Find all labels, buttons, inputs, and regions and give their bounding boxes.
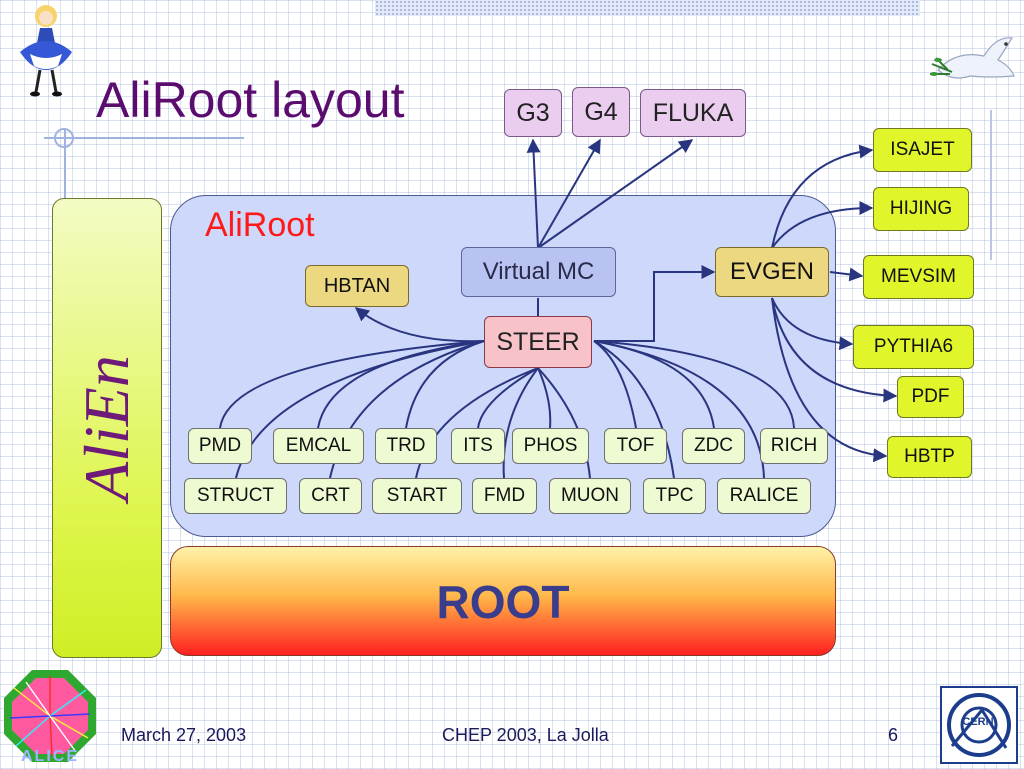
arrow-evgen-pythia6: [771, 297, 854, 351]
right-rule-vertical: [990, 110, 992, 260]
link-emcal-steer: [317, 340, 485, 429]
node-hbtp: HBTP: [887, 436, 972, 478]
alice-logo: ALICE: [2, 668, 98, 765]
node-g4: G4: [572, 87, 630, 137]
dove-icon: [930, 37, 1015, 79]
alice-logo-text: ALICE: [21, 748, 79, 765]
node-hijing: HIJING: [873, 187, 969, 231]
module-start: START: [372, 478, 462, 514]
alice-event-icon: [4, 670, 96, 762]
alien-panel: [52, 198, 162, 658]
aliroot-label: AliRoot: [205, 206, 315, 244]
root-panel: [170, 546, 836, 656]
arrow-evgen-mevsim: [829, 267, 864, 282]
arrow-vmc-g4: [537, 138, 601, 249]
node-fluka: FLUKA: [640, 89, 746, 137]
link-muon-steer: [537, 367, 591, 479]
node-pdf: PDF: [897, 376, 964, 418]
module-phos: PHOS: [512, 428, 589, 464]
arrow-vmc-fluka: [537, 139, 694, 249]
node-virtual-mc: Virtual MC: [461, 247, 616, 297]
module-tof: TOF: [604, 428, 667, 464]
module-fmd: FMD: [472, 478, 537, 514]
title-rule-vertical: [64, 129, 66, 199]
module-muon: MUON: [549, 478, 631, 514]
link-fmd-steer: [502, 367, 539, 479]
module-tpc: TPC: [643, 478, 706, 514]
arrow-evgen-isajet: [771, 144, 874, 249]
link-tpc-steer: [593, 340, 675, 479]
node-g3: G3: [504, 89, 562, 137]
module-rich: RICH: [760, 428, 828, 464]
cern-logo: CERN: [940, 686, 1018, 764]
link-pmd-steer: [219, 340, 485, 429]
module-zdc: ZDC: [682, 428, 745, 464]
module-its: ITS: [451, 428, 505, 464]
cern-logo-text: CERN: [962, 716, 994, 728]
link-tof-steer: [593, 340, 637, 429]
link-phos-steer: [537, 367, 552, 429]
link-rich-steer: [593, 340, 795, 429]
node-steer: STEER: [484, 316, 592, 368]
node-isajet: ISAJET: [873, 128, 972, 172]
title-rule-circle: [54, 128, 74, 148]
cern-emblem-icon: [947, 693, 1011, 757]
arrow-steer-evgen: [594, 265, 716, 342]
node-mevsim: MEVSIM: [863, 255, 974, 299]
footer-event: CHEP 2003, La Jolla: [442, 725, 609, 745]
page-number: 6: [888, 725, 899, 745]
module-trd: TRD: [375, 428, 437, 464]
module-struct: STRUCT: [184, 478, 287, 514]
alice-figure-icon: [20, 5, 72, 97]
node-hbtan: HBTAN: [305, 265, 409, 307]
arrow-evgen-hbtp: [771, 297, 888, 463]
module-pmd: PMD: [188, 428, 252, 464]
module-emcal: EMCAL: [273, 428, 364, 464]
arrow-evgen-pdf: [771, 297, 898, 403]
arrow-evgen-hijing: [771, 201, 874, 249]
node-pythia6: PYTHIA6: [853, 325, 974, 369]
module-ralice: RALICE: [717, 478, 811, 514]
arrow-vmc-g3: [526, 138, 541, 249]
arrow-steer-hbtan: [354, 307, 485, 343]
slide-title: AliRoot layout: [96, 72, 405, 128]
module-crt: CRT: [299, 478, 362, 514]
title-rule: [44, 137, 244, 139]
node-evgen: EVGEN: [715, 247, 829, 297]
top-decor-strip: [375, 0, 920, 16]
link-its-steer: [477, 367, 539, 429]
footer-date: March 27, 2003: [121, 725, 247, 745]
root-label: ROOT: [436, 576, 570, 628]
